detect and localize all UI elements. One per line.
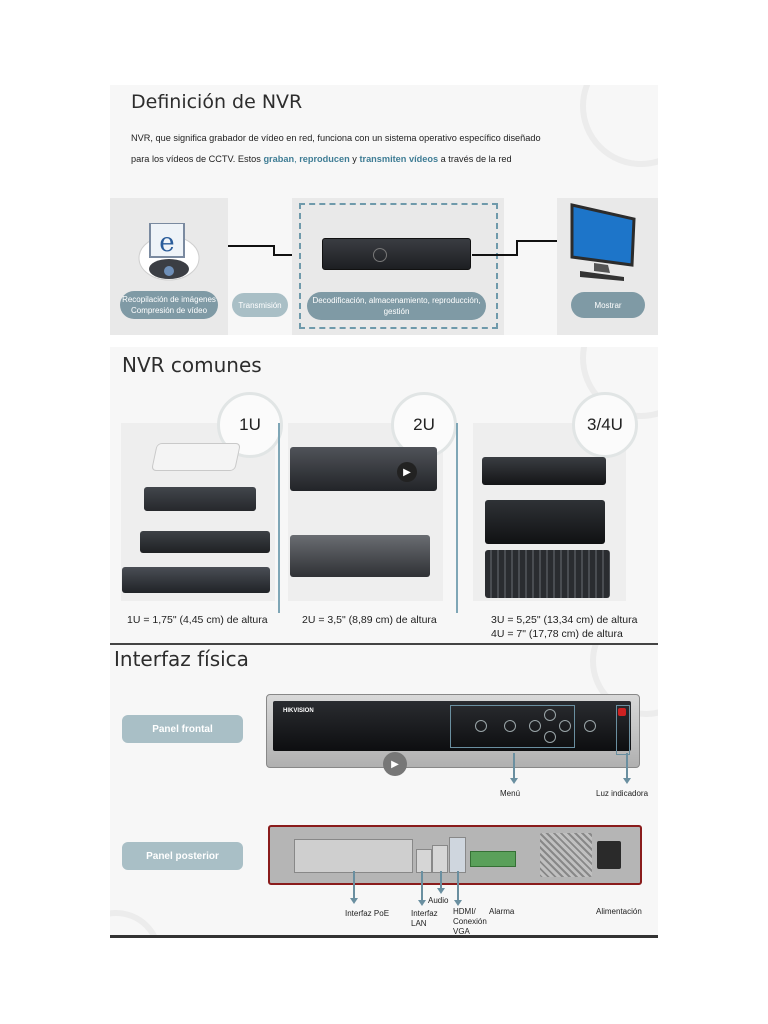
front-button[interactable] [584,720,596,732]
page-title: Definición de NVR [131,91,303,113]
poe-label: Interfaz PoE [345,909,390,918]
caption-4u: 4U = 7" (17,78 cm) de altura [491,628,623,640]
column-divider [278,423,280,613]
transmit-label: Transmisión [232,293,288,317]
audio-arrow [437,871,445,894]
audio-jack-block [432,845,448,873]
brand-logo: HIKVISION [283,708,314,714]
slide-physical-interface: Interfaz física Panel frontal HIKVISION … [110,645,658,938]
indicator-arrow [623,753,631,784]
hdmi-arrow [454,871,462,906]
lan-label: Interfaz LAN [411,909,438,928]
alarm-label: Alarma [489,907,515,916]
nvr-4u-image [485,500,605,544]
size-badge-3-4u: 3/4U [572,392,638,458]
caption-3u: 3U = 5,25" (13,34 cm) de altura [491,614,638,626]
nvr-device-image [322,238,471,270]
caption-1u: 1U = 1,75" (4,45 cm) de altura [127,614,268,626]
nvr-1u-small-image [144,487,256,511]
power-socket [597,841,621,869]
caption-2u: 2U = 3,5" (8,89 cm) de altura [302,614,437,626]
nvr-3u-image [482,457,606,485]
camera-icon: e [138,222,200,290]
keyword-play: reproducen [299,154,350,164]
collect-label: Recopilación de imágenes Compresión de v… [120,291,218,319]
page-title: Interfaz física [114,647,249,671]
nvr-1u-medium-image [140,531,270,553]
slide-nvr-definition: Definición de NVR NVR, que significa gra… [110,85,658,335]
dashed-frame [299,203,498,329]
display-label: Mostrar [571,292,645,318]
lan-port-block [416,849,432,873]
nvr-2u-bottom-image [290,535,430,577]
front-button[interactable] [559,720,571,732]
power-label: Alimentación [596,907,642,916]
poe-arrow [350,871,358,904]
monitor-icon [568,203,638,288]
lan-arrow [418,871,426,906]
size-badge-1u: 1U [217,392,283,458]
front-panel-label: Panel frontal [122,715,243,743]
front-button[interactable] [475,720,487,732]
indicator-highlight [616,705,630,755]
fan-grille [540,833,592,877]
hdmi-label: HDMI/ Conexión VGA [453,907,487,936]
play-video-button[interactable]: ▶ [397,462,417,482]
connector-line [472,240,558,256]
slide-common-nvr: NVR comunes 1U 1U = 1,75" (4,45 cm) de a… [110,347,658,645]
intro-text: NVR, que significa grabador de vídeo en … [131,128,651,170]
intro-line-2: para los vídeos de CCTV. Estos graban, r… [131,154,512,164]
menu-label: Menú [500,789,521,798]
intro-line-1: NVR, que significa grabador de vídeo en … [131,133,541,143]
nvr-rack-image [485,550,610,598]
indicator-label: Luz indicadora [596,789,649,798]
keyword-record: graban [263,154,295,164]
front-controls-highlight [450,705,575,748]
alarm-terminal-block [470,851,516,867]
nvr-1u-large-image [122,567,270,593]
power-button-icon[interactable] [618,708,626,716]
decorative-circle [110,910,162,935]
svg-text:e: e [159,228,174,258]
column-divider [456,423,458,613]
front-button[interactable] [544,731,556,743]
rear-panel-device [268,825,642,885]
front-panel-device: HIKVISION [266,694,640,768]
front-button[interactable] [504,720,516,732]
front-button[interactable] [529,720,541,732]
video-out-block [449,837,466,873]
play-video-button[interactable]: ▶ [383,752,407,776]
poe-ports-block [294,839,413,873]
nvr-mini-white-image [151,443,241,471]
page-title: NVR comunes [122,353,262,377]
rear-panel-label: Panel posterior [122,842,243,870]
audio-label: Audio [428,896,449,905]
front-button[interactable] [544,709,556,721]
menu-arrow [510,753,518,784]
connector-line [228,245,300,256]
process-label: Decodificación, almacenamiento, reproduc… [307,292,486,320]
keyword-transmit: transmiten vídeos [359,154,439,164]
